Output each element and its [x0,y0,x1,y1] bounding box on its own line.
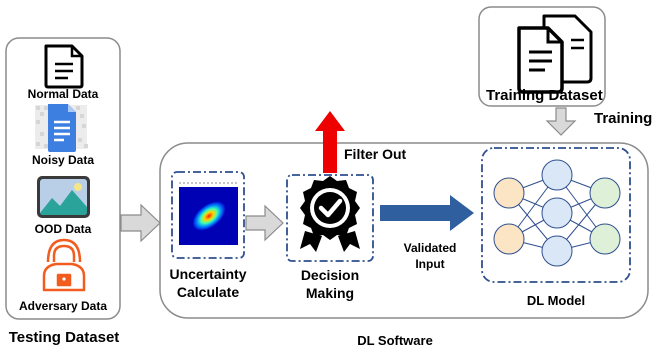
neural-network-icon [493,159,621,267]
uncertainty-label-line2: Calculate [176,284,240,300]
uncertainty-box [171,171,245,259]
noisy-document-icon [35,104,88,152]
decision-label: Decision Making [284,266,376,302]
uncertainty-label-line1: Uncertainty [169,266,247,282]
validated-input-label: Validated Input [388,240,472,272]
input-arrow [120,203,161,243]
ood-data-label: OOD Data [34,222,92,236]
training-arrow [545,107,577,136]
training-documents-icon [517,14,593,94]
decision-label-line2: Making [305,285,355,301]
document-icon [44,44,84,89]
normal-data-label: Normal Data [27,87,99,101]
uncertainty-heatmap [179,182,238,245]
decision-box [286,174,374,262]
noisy-data-label: Noisy Data [31,153,95,167]
validated-arrow [380,195,474,231]
training-arrow-label: Training [594,110,652,127]
uncertainty-to-decision-arrow [245,204,284,242]
dl-model-box [481,147,631,283]
adversary-data-label: Adversary Data [18,299,108,313]
validated-label-line1: Validated [403,241,457,255]
decision-label-line1: Decision [300,267,360,283]
validated-label-line2: Input [415,257,445,271]
testing-dataset-title: Testing Dataset [8,329,120,346]
training-dataset-title: Training Dataset [486,87,603,104]
filter-out-arrow [315,111,345,173]
dl-model-label: DL Model [526,293,586,308]
filter-out-label: Filter Out [344,146,407,162]
landscape-image-icon [37,176,90,218]
dl-software-title: DL Software [357,333,433,348]
hacker-icon [42,238,86,292]
uncertainty-label: Uncertainty Calculate [160,265,256,301]
approval-badge-icon [300,176,360,252]
